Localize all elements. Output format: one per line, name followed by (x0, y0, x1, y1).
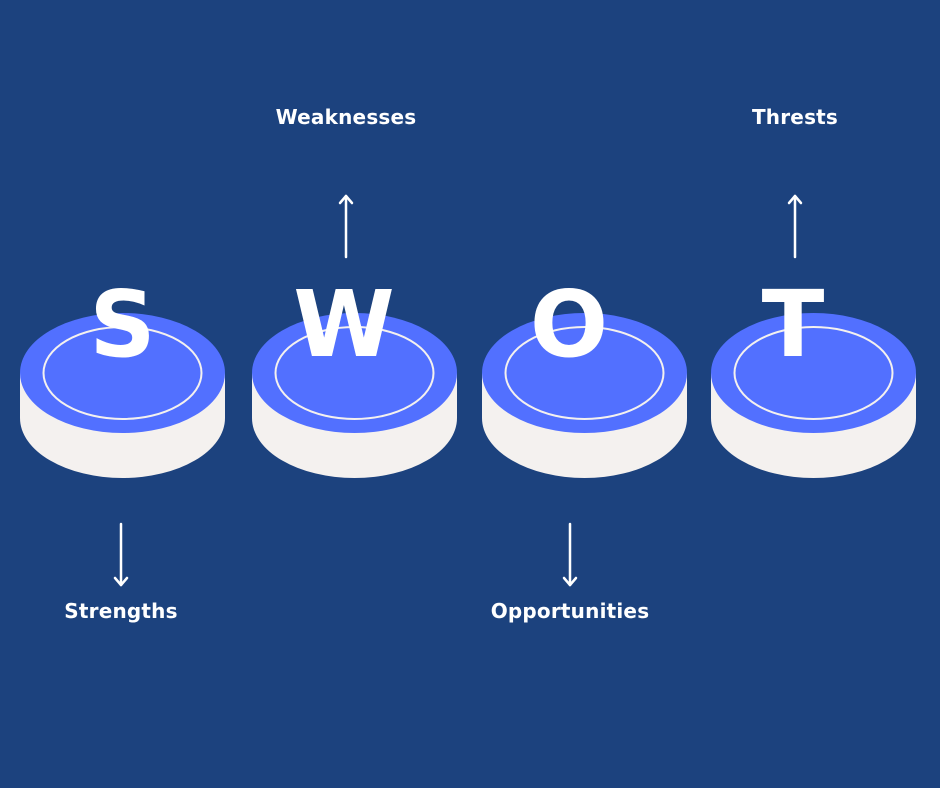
letter-w: W (293, 271, 394, 378)
arrow-up-threats (787, 194, 803, 259)
arrow-down-strengths (113, 522, 129, 587)
puck-top (711, 313, 916, 433)
letter-o: O (530, 271, 608, 378)
arrow-down-opportunities (562, 522, 578, 587)
puck-ring (733, 326, 894, 420)
puck-strengths: S (20, 271, 225, 478)
puck-ring (504, 326, 665, 420)
label-opportunities: Opportunities (490, 599, 650, 623)
letter-t: T (762, 271, 825, 378)
puck-opportunities: O (482, 271, 687, 478)
puck-ring (274, 326, 435, 420)
puck-top (20, 313, 225, 433)
label-weaknesses: Weaknesses (275, 105, 417, 129)
puck-weaknesses: W (252, 271, 457, 478)
letter-s: S (89, 271, 155, 378)
arrow-up-weaknesses (338, 194, 354, 259)
puck-top (252, 313, 457, 433)
puck-top (482, 313, 687, 433)
label-threats: Thrests (751, 105, 839, 129)
puck-ring (42, 326, 203, 420)
puck-threats: T (711, 271, 916, 478)
label-strengths: Strengths (64, 599, 178, 623)
